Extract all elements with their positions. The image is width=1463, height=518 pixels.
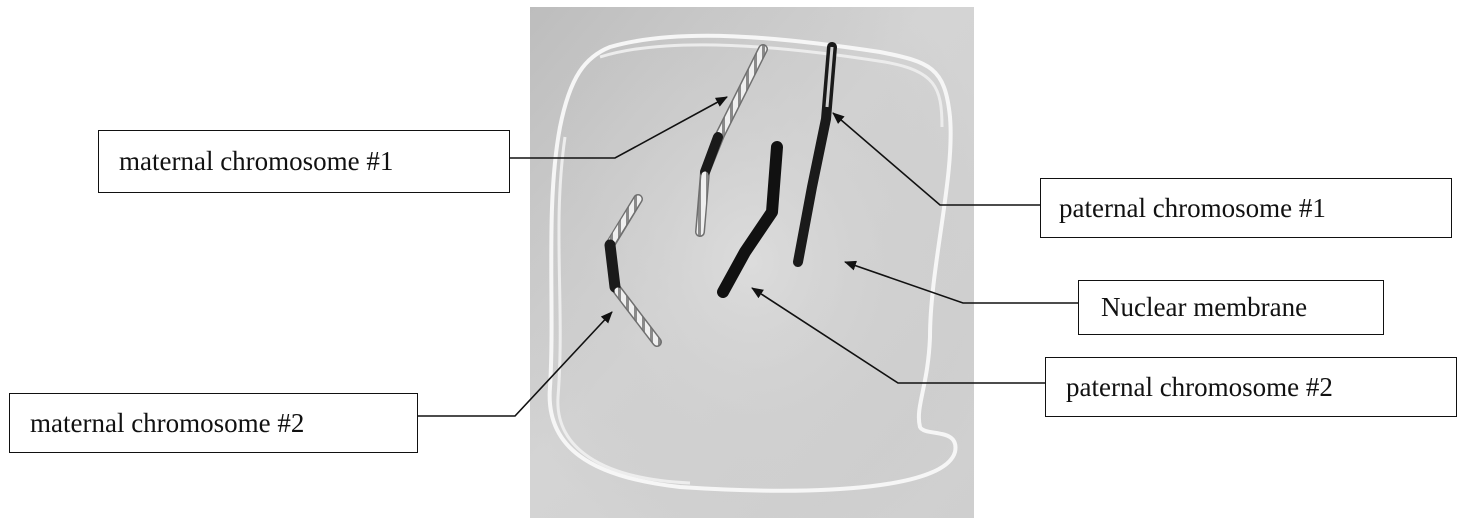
label-text: paternal chromosome #2 — [1066, 372, 1333, 403]
label-maternal-chromosome-2: maternal chromosome #2 — [9, 393, 418, 453]
chromosome-model-photo — [530, 7, 974, 518]
label-text: paternal chromosome #1 — [1059, 193, 1326, 224]
label-paternal-chromosome-2: paternal chromosome #2 — [1045, 357, 1457, 417]
label-text: Nuclear membrane — [1101, 292, 1307, 323]
label-maternal-chromosome-1: maternal chromosome #1 — [98, 130, 510, 193]
label-paternal-chromosome-1: paternal chromosome #1 — [1040, 178, 1452, 238]
label-nuclear-membrane: Nuclear membrane — [1078, 280, 1384, 335]
label-text: maternal chromosome #2 — [30, 408, 304, 439]
label-text: maternal chromosome #1 — [119, 146, 393, 177]
